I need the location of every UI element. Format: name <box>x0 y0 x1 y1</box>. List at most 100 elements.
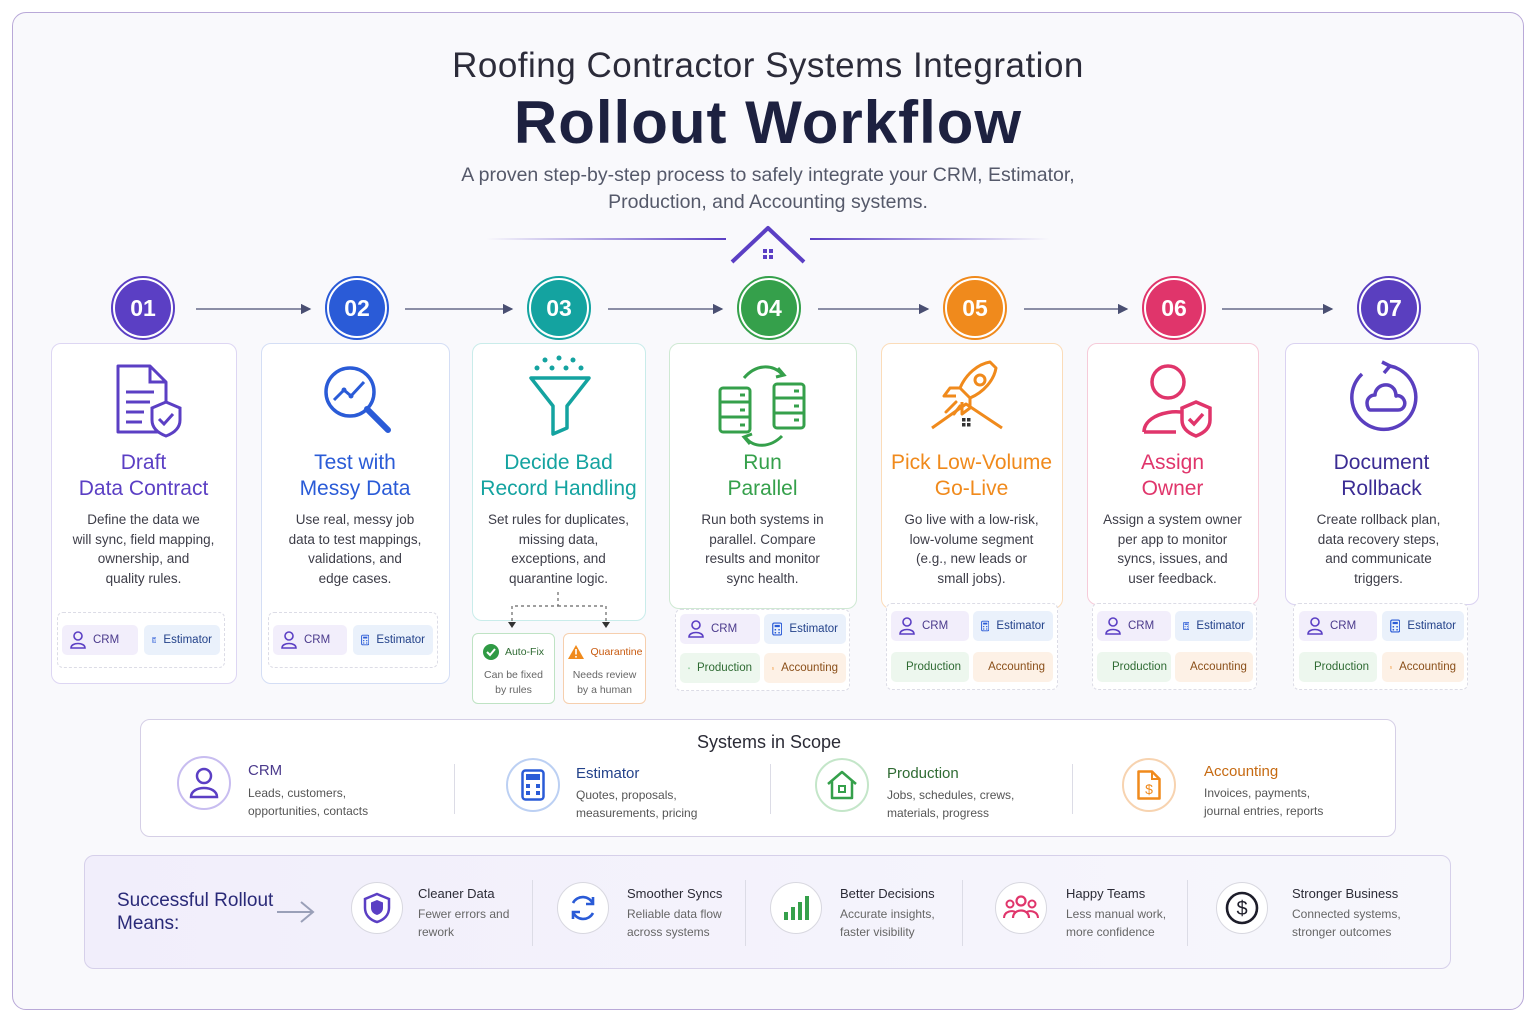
system-accounting-icon-wrap: $ <box>1122 758 1176 812</box>
step-03-desc-line: exceptions, and <box>511 551 606 566</box>
branch-connector <box>508 592 610 628</box>
step-05-desc-line: Go live with a low-risk, <box>904 512 1039 527</box>
step-06-systems: CRM Estimator Production $ Accounting <box>1092 603 1257 690</box>
chip-estimator: Estimator <box>144 625 220 655</box>
chip-accounting: $ Accounting <box>1382 652 1464 682</box>
system-production-desc-line: materials, progress <box>887 806 990 820</box>
outcome-syncs-desc-line: Reliable data flow <box>627 907 722 921</box>
calculator-icon <box>521 769 545 801</box>
step-05-title-line1: Pick Low-Volume <box>890 451 1053 474</box>
system-accounting-desc-line: journal entries, reports <box>1204 804 1324 818</box>
system-crm-desc-line: Leads, customers, <box>248 786 347 800</box>
step-card-07: Document Rollback Create rollback plan, … <box>1285 343 1479 605</box>
step-04-desc-line: Run both systems in <box>701 512 824 527</box>
cloud-rollback-icon <box>1350 360 1418 432</box>
system-accounting-name: Accounting <box>1204 763 1279 780</box>
chip-accounting: $ Accounting <box>1175 652 1253 682</box>
rocket-icon <box>931 360 1003 430</box>
outcome-teams-desc-line: more confidence <box>1066 925 1155 939</box>
chip-production: Production <box>891 652 969 682</box>
outcomes-label-line: Means: <box>117 913 180 934</box>
system-crm-desc-line: opportunities, contacts <box>248 804 369 818</box>
outcome-syncs: Smoother Syncs Reliable data flow across… <box>627 886 722 941</box>
outcome-teams: Happy Teams Less manual work, more confi… <box>1066 886 1166 941</box>
step-06-desc-line: syncs, issues, and <box>1117 551 1228 566</box>
system-production-icon-wrap <box>815 758 869 812</box>
step-card-04: Run Parallel Run both systems in paralle… <box>669 343 857 609</box>
step-03-title-line2: Record Handling <box>480 477 637 500</box>
step-card-06: Assign Owner Assign a system owner per a… <box>1087 343 1259 605</box>
divider <box>454 764 455 814</box>
chip-crm: CRM <box>680 614 760 644</box>
step-02-title-line2: Messy Data <box>299 477 411 500</box>
divider-left <box>486 238 726 240</box>
svg-text:$: $ <box>1145 781 1153 797</box>
step-arrows <box>196 303 1334 315</box>
chip-accounting: $ Accounting <box>764 653 846 683</box>
outcome-decisions-icon-wrap <box>770 882 822 934</box>
chip-estimator-label: Estimator <box>163 634 212 646</box>
team-icon <box>1003 895 1039 919</box>
step-02-desc-line: data to test mappings, <box>288 531 422 547</box>
house-icon <box>827 770 857 800</box>
outcomes-label-line: Successful Rollout <box>117 890 274 911</box>
step-05-number: 05 <box>947 280 1003 336</box>
divider-right <box>810 238 1050 240</box>
svg-text:$: $ <box>773 668 774 670</box>
outcome-teams-desc-line: Less manual work, <box>1066 907 1167 921</box>
quarantine-desc-line: Needs review <box>572 669 637 681</box>
chip-estimator: Estimator <box>1382 611 1464 641</box>
shield-icon <box>363 892 391 924</box>
chip-accounting: $ Accounting <box>973 652 1053 682</box>
divider <box>962 880 963 946</box>
system-production-name: Production <box>887 765 959 782</box>
chip-estimator-label: Estimator <box>376 634 425 646</box>
step-01-number: 01 <box>115 280 171 336</box>
step-01-desc-line: ownership, and <box>97 551 190 566</box>
divider <box>1187 880 1188 946</box>
chip-crm-label: CRM <box>93 634 120 646</box>
step-04-number: 04 <box>741 280 797 336</box>
outcome-syncs-desc-line: across systems <box>627 925 710 939</box>
chip-estimator-label: Estimator <box>996 620 1045 632</box>
calculator-icon <box>1183 621 1190 631</box>
step-04-desc-line: sync health. <box>726 570 799 586</box>
outcome-syncs-title: Smoother Syncs <box>627 886 723 901</box>
page-title: Rollout Workflow <box>513 89 1023 156</box>
system-estimator-icon-wrap <box>506 758 560 812</box>
chip-estimator-label: Estimator <box>789 623 838 635</box>
step-07-desc-line: triggers. <box>1354 570 1403 586</box>
chip-production-label: Production <box>906 661 961 673</box>
outcome-business-title: Stronger Business <box>1292 886 1399 901</box>
outcome-decisions-desc-line: Accurate insights, <box>840 907 935 921</box>
divider <box>745 880 746 946</box>
step-04-desc-line: results and monitor <box>705 551 820 566</box>
calculator-icon <box>981 620 990 632</box>
outcome-decisions-title: Better Decisions <box>840 886 935 901</box>
step-01-title-line2: Data Contract <box>78 477 209 500</box>
calculator-icon <box>772 622 783 636</box>
outcomes-panel: Successful Rollout Means: Cleaner Data F… <box>84 855 1451 969</box>
invoice-dollar-icon: $ <box>1137 770 1161 800</box>
page-subtitle: Roofing Contractor Systems Integration <box>452 46 1084 85</box>
chip-production-label: Production <box>697 662 752 674</box>
step-card-05: Pick Low-Volume Go-Live Go live with a l… <box>881 343 1063 609</box>
step-02-badge: 02 <box>325 276 389 340</box>
step-05-badge: 05 <box>943 276 1007 340</box>
outcome-cleaner: Cleaner Data Fewer errors and rework <box>418 886 509 941</box>
arrow-right-icon <box>277 901 315 923</box>
step-05-desc-line: low-volume segment <box>909 531 1034 547</box>
step-01-desc-line: Define the data we <box>87 512 200 527</box>
chip-crm-label: CRM <box>1330 620 1357 632</box>
step-03-badge: 03 <box>527 276 591 340</box>
step-06-title-line2: Owner <box>1141 477 1204 500</box>
chip-estimator: Estimator <box>353 625 433 655</box>
system-estimator-name: Estimator <box>576 765 640 782</box>
outcome-business-desc-line: Connected systems, <box>1292 907 1401 921</box>
magnify-chart-icon <box>324 366 391 433</box>
step-01-systems: CRM Estimator <box>57 612 225 668</box>
chip-crm-label: CRM <box>1128 620 1155 632</box>
step-04-badge: 04 <box>737 276 801 340</box>
systems-title: Systems in Scope <box>696 732 842 752</box>
step-07-desc-line: Create rollback plan, <box>1316 512 1441 527</box>
